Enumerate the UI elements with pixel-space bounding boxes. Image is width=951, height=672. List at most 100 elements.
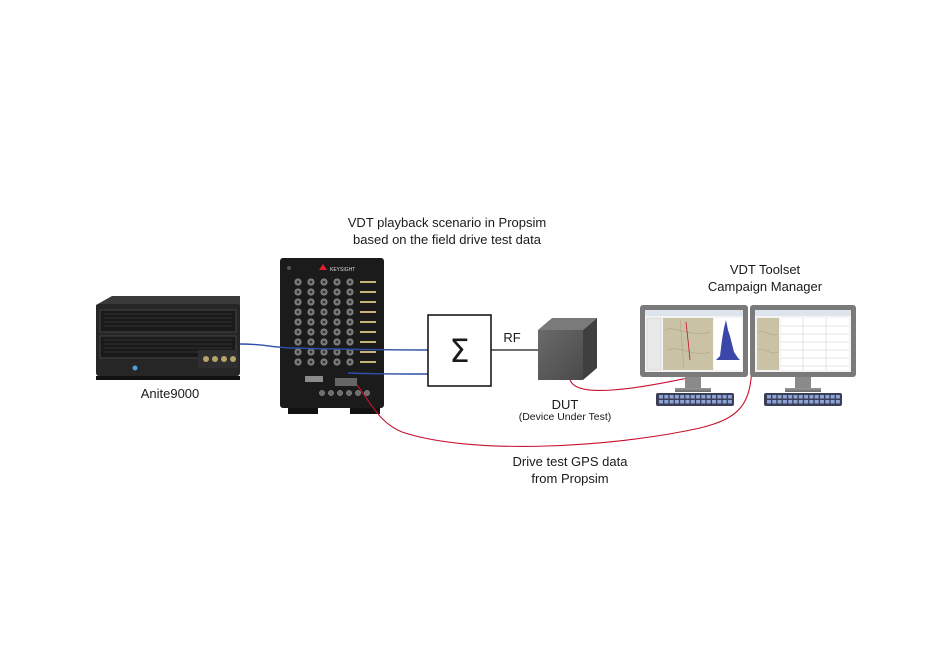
keyboard-key (664, 395, 669, 399)
keyboard-key (712, 395, 716, 399)
port-pin (322, 290, 326, 294)
toolset-caption: VDT Toolset Campaign Manager (690, 261, 840, 295)
port-pin (322, 320, 326, 324)
port-connector (337, 390, 343, 396)
port-pin (322, 360, 326, 364)
port-pin (335, 320, 339, 324)
port-pin (335, 330, 339, 334)
port-led-strip (360, 331, 376, 333)
keyboard-key (804, 400, 809, 404)
keyboard-key (706, 395, 711, 399)
keyboard-key (830, 400, 835, 404)
monitor-left (640, 305, 748, 392)
port-pin (335, 300, 339, 304)
port-pin (335, 310, 339, 314)
keyboard-key (717, 395, 722, 399)
port-pin (322, 330, 326, 334)
port-pin (322, 340, 326, 344)
combiner-box (427, 314, 492, 387)
port-pin (309, 300, 313, 304)
port-led-strip (360, 321, 376, 323)
keyboard-key (701, 400, 706, 404)
keyboard-left (656, 393, 734, 406)
port-pin (335, 350, 339, 354)
toolset-caption-line1: VDT Toolset (729, 262, 801, 277)
keyboard-key (674, 400, 679, 404)
keyboard-key (825, 395, 830, 399)
keyboard-key (680, 400, 685, 404)
keyboard-key (830, 395, 835, 399)
propsim-port-grid (294, 278, 376, 396)
port-pin (309, 360, 313, 364)
keyboard-key (767, 400, 771, 404)
gps-caption: Drive test GPS data from Propsim (480, 453, 660, 487)
port-pin (296, 280, 300, 284)
port-pin (322, 310, 326, 314)
keyboard-key (777, 400, 782, 404)
keyboard-right (764, 393, 842, 406)
port-led-strip (360, 311, 376, 313)
port-pin (348, 300, 352, 304)
keyboard-key (680, 395, 685, 399)
port-pin (309, 330, 313, 334)
port-connector (364, 390, 370, 396)
keyboard-key (798, 400, 803, 404)
port-led-strip (360, 361, 376, 363)
keyboard-key (659, 395, 663, 399)
port-pin (296, 360, 300, 364)
keyboard-key (727, 400, 732, 404)
keyboard-key (814, 400, 819, 404)
keyboard-key (701, 395, 706, 399)
port-pin (296, 340, 300, 344)
keyboard-key (788, 400, 793, 404)
port-led-strip (360, 291, 376, 293)
keyboard-key (809, 400, 814, 404)
port-pin (348, 360, 352, 364)
keyboard-key (690, 395, 695, 399)
keyboard-key (814, 395, 819, 399)
port-pin (309, 290, 313, 294)
port-pin (309, 320, 313, 324)
port-pin (348, 330, 352, 334)
port-pin (322, 300, 326, 304)
keyboard-key (767, 395, 771, 399)
port-pin (335, 290, 339, 294)
keyboard-key (772, 395, 777, 399)
port-pin (348, 350, 352, 354)
port-pin (296, 350, 300, 354)
keyboard-key (788, 395, 793, 399)
combiner: Σ (427, 314, 492, 387)
toolset-caption-line2: Campaign Manager (707, 279, 823, 294)
port-pin (335, 360, 339, 364)
port-pin (309, 340, 313, 344)
keyboard-key (825, 400, 830, 404)
keyboard-key (798, 395, 803, 399)
dut-box (538, 318, 597, 380)
gps-caption-line1: Drive test GPS data (512, 454, 628, 469)
keyboard-key (669, 395, 674, 399)
port-led-strip (360, 301, 376, 303)
keyboard-key (835, 400, 840, 404)
port-pin (309, 310, 313, 314)
port-pin (296, 320, 300, 324)
port-pin (348, 320, 352, 324)
port-connector (346, 390, 352, 396)
propsim-caption-line1: VDT playback scenario in Propsim (347, 215, 547, 230)
keyboard-key (820, 400, 824, 404)
keyboard-key (669, 400, 674, 404)
anite9000-label: Anite9000 (140, 386, 200, 401)
keyboard-key (717, 400, 722, 404)
keyboard-key (727, 395, 732, 399)
port-connector (328, 390, 334, 396)
keyboard-key (804, 395, 809, 399)
port-pin (322, 280, 326, 284)
keyboard-key (664, 400, 669, 404)
sigma-symbol: Σ (449, 332, 469, 370)
port-pin (335, 340, 339, 344)
port-pin (348, 290, 352, 294)
anite9000-instrument (96, 296, 240, 380)
keyboard-key (706, 400, 711, 404)
keyboard-key (712, 400, 716, 404)
keysight-logo (319, 264, 327, 270)
port-pin (348, 310, 352, 314)
